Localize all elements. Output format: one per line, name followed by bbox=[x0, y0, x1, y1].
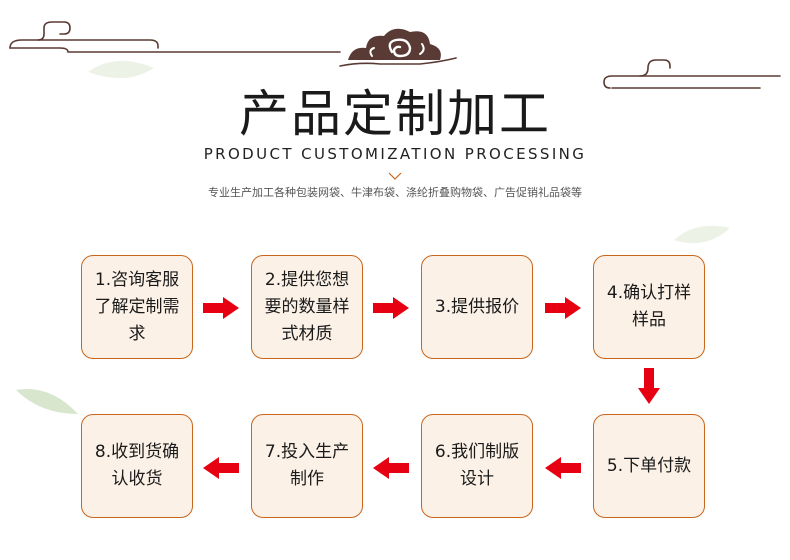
arrow-right-icon bbox=[203, 297, 239, 319]
arrow-right-icon bbox=[545, 297, 581, 319]
cloud-swirl-icon bbox=[339, 28, 457, 67]
step-1: 1.咨询客服了解定制需求 bbox=[81, 255, 193, 359]
step-6: 6.我们制版设计 bbox=[421, 414, 533, 518]
header-ornament bbox=[9, 21, 781, 89]
arrow-left-icon bbox=[203, 457, 239, 479]
page-subtitle: PRODUCT CUSTOMIZATION PROCESSING bbox=[203, 145, 587, 163]
step-7: 7.投入生产制作 bbox=[251, 414, 363, 518]
arrow-left-icon bbox=[545, 457, 581, 479]
step-5: 5.下单付款 bbox=[593, 414, 705, 518]
step-4: 4.确认打样样品 bbox=[593, 255, 705, 359]
caret-down-icon bbox=[388, 172, 402, 180]
leaf-decoration bbox=[88, 60, 154, 79]
step-8: 8.收到货确认收货 bbox=[81, 414, 193, 518]
step-2: 2.提供您想要的数量样式材质 bbox=[251, 255, 363, 359]
arrow-right-icon bbox=[373, 297, 409, 319]
service-description: 专业生产加工各种包装网袋、牛津布袋、涤纶折叠购物袋、广告促销礼品袋等 bbox=[208, 186, 582, 199]
arrow-left-icon bbox=[373, 457, 409, 479]
arrow-down-icon bbox=[638, 368, 660, 404]
page-title: 产品定制加工 bbox=[239, 85, 551, 143]
leaf-decoration bbox=[16, 389, 78, 414]
leaf-decoration bbox=[674, 225, 730, 244]
step-3: 3.提供报价 bbox=[421, 255, 533, 359]
